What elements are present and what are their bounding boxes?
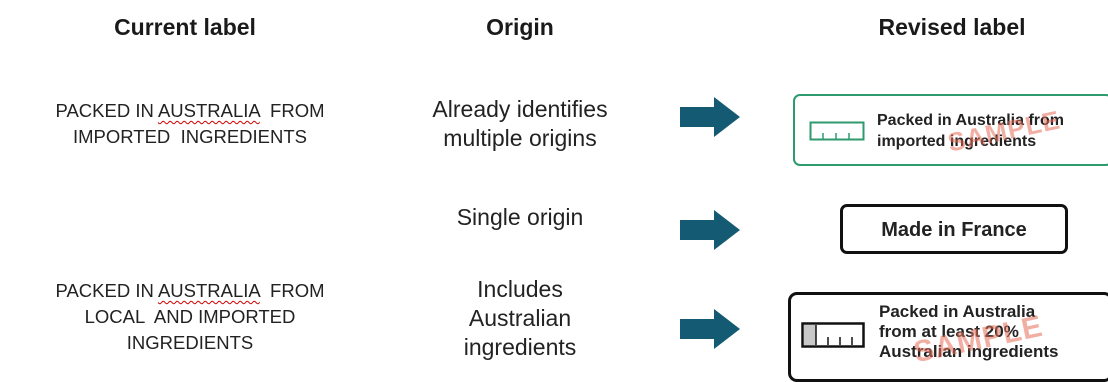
current-label-row3-line2: LOCAL AND IMPORTED	[84, 306, 296, 327]
header-origin: Origin	[486, 14, 554, 40]
origin-row3-line2: Australian	[468, 305, 572, 331]
arrow-right-icon	[680, 97, 740, 137]
proportion-bar-icon	[809, 121, 865, 141]
current-label-row1: PACKED IN AUSTRALIA FROM IMPORTED INGRED…	[20, 98, 360, 150]
origin-row3-line3: ingredients	[463, 334, 577, 360]
arrow-right-icon	[680, 309, 740, 349]
revised-label-row1-line2: imported ingredients	[877, 133, 1037, 150]
origin-row3-line1: Includes	[477, 276, 563, 302]
header-revised-label: Revised label	[878, 14, 1026, 40]
origin-row2: Single origin	[380, 203, 660, 232]
proportion-bar-icon	[801, 322, 865, 348]
revised-label-row1: Packed in Australia from imported ingred…	[793, 94, 1108, 166]
revised-label-row2-text: Made in France	[881, 219, 1027, 241]
origin-row2-line1: Single origin	[456, 204, 584, 230]
revised-label-row3-line1: Packed in Australia	[879, 302, 1036, 321]
current-label-row3-line3: INGREDIENTS	[126, 332, 254, 353]
revised-label-row1-line1: Packed in Australia from	[877, 112, 1065, 129]
origin-row3: Includes Australian ingredients	[380, 275, 660, 362]
origin-row1: Already identifies multiple origins	[380, 95, 660, 153]
header-current-label: Current label	[114, 14, 256, 40]
revised-label-row3: Packed in Australia from at least 20% Au…	[788, 292, 1108, 382]
current-label-row1-line2: IMPORTED INGREDIENTS	[72, 126, 307, 147]
current-label-row1-line1: PACKED IN AUSTRALIA FROM	[55, 100, 325, 121]
revised-label-row2: Made in France	[840, 204, 1068, 254]
current-label-row3-line1: PACKED IN AUSTRALIA FROM	[55, 280, 325, 301]
arrow-right-icon	[680, 210, 740, 250]
revised-label-row3-line2: from at least 20%	[879, 322, 1019, 341]
current-label-row3: PACKED IN AUSTRALIA FROM LOCAL AND IMPOR…	[20, 278, 360, 356]
origin-row1-line2: multiple origins	[443, 125, 597, 151]
revised-label-row3-line3: Australian ingredients	[879, 342, 1059, 361]
origin-row1-line1: Already identifies	[432, 96, 608, 122]
